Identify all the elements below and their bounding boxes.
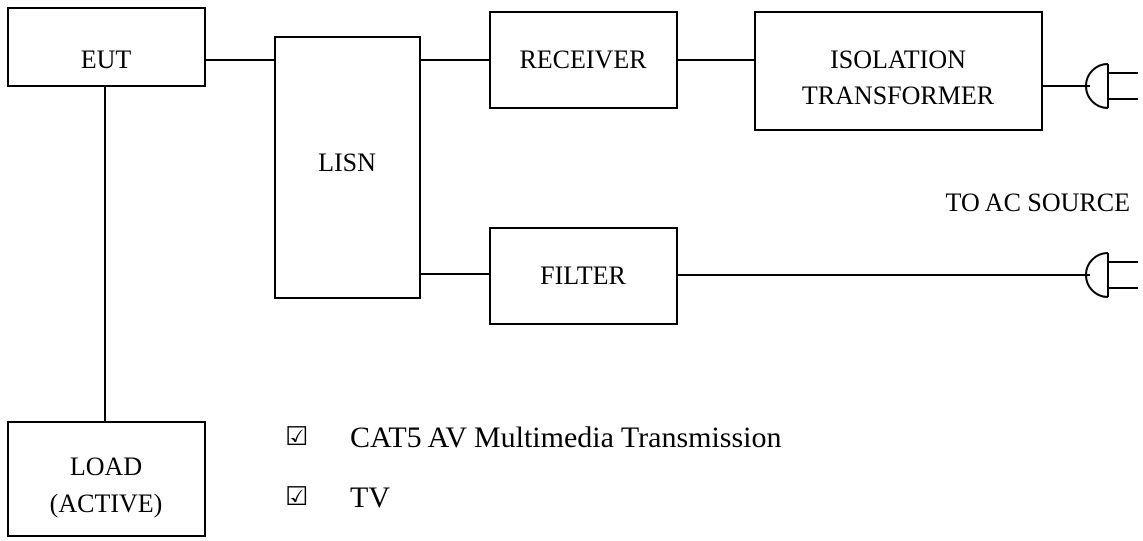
filter-block: FILTER	[489, 227, 678, 325]
ac-plug-icon-top	[1085, 63, 1138, 109]
load-label-line1: LOAD	[70, 452, 142, 481]
isolation-label-line1: ISOLATION	[830, 45, 966, 74]
checklist-item: ☑ TV	[285, 481, 390, 514]
wiring	[104, 59, 1090, 422]
load-label-line2: (ACTIVE)	[50, 489, 163, 518]
lisn-block: LISN	[274, 36, 421, 299]
receiver-label: RECEIVER	[519, 45, 647, 74]
checklist-item: ☑ CAT5 AV Multimedia Transmission	[285, 421, 781, 454]
ac-plug-icon-bottom	[1085, 252, 1138, 298]
checklist: ☑ CAT5 AV Multimedia Transmission ☑ TV	[285, 421, 781, 514]
checklist-item-label: TV	[350, 481, 390, 514]
ac-source-label: TO AC SOURCE	[946, 188, 1130, 217]
receiver-block: RECEIVER	[489, 11, 678, 109]
eut-label: EUT	[81, 45, 132, 74]
checklist-item-label: CAT5 AV Multimedia Transmission	[350, 421, 781, 454]
isolation-transformer-block: ISOLATION TRANSFORMER	[754, 11, 1043, 131]
checkbox-checked-icon: ☑	[285, 482, 308, 512]
isolation-label-line2: TRANSFORMER	[802, 81, 995, 110]
filter-label: FILTER	[540, 261, 626, 290]
eut-block: EUT	[7, 7, 206, 87]
load-block: LOAD (ACTIVE)	[7, 421, 206, 537]
lisn-label: LISN	[318, 148, 376, 177]
checkbox-checked-icon: ☑	[285, 422, 308, 452]
